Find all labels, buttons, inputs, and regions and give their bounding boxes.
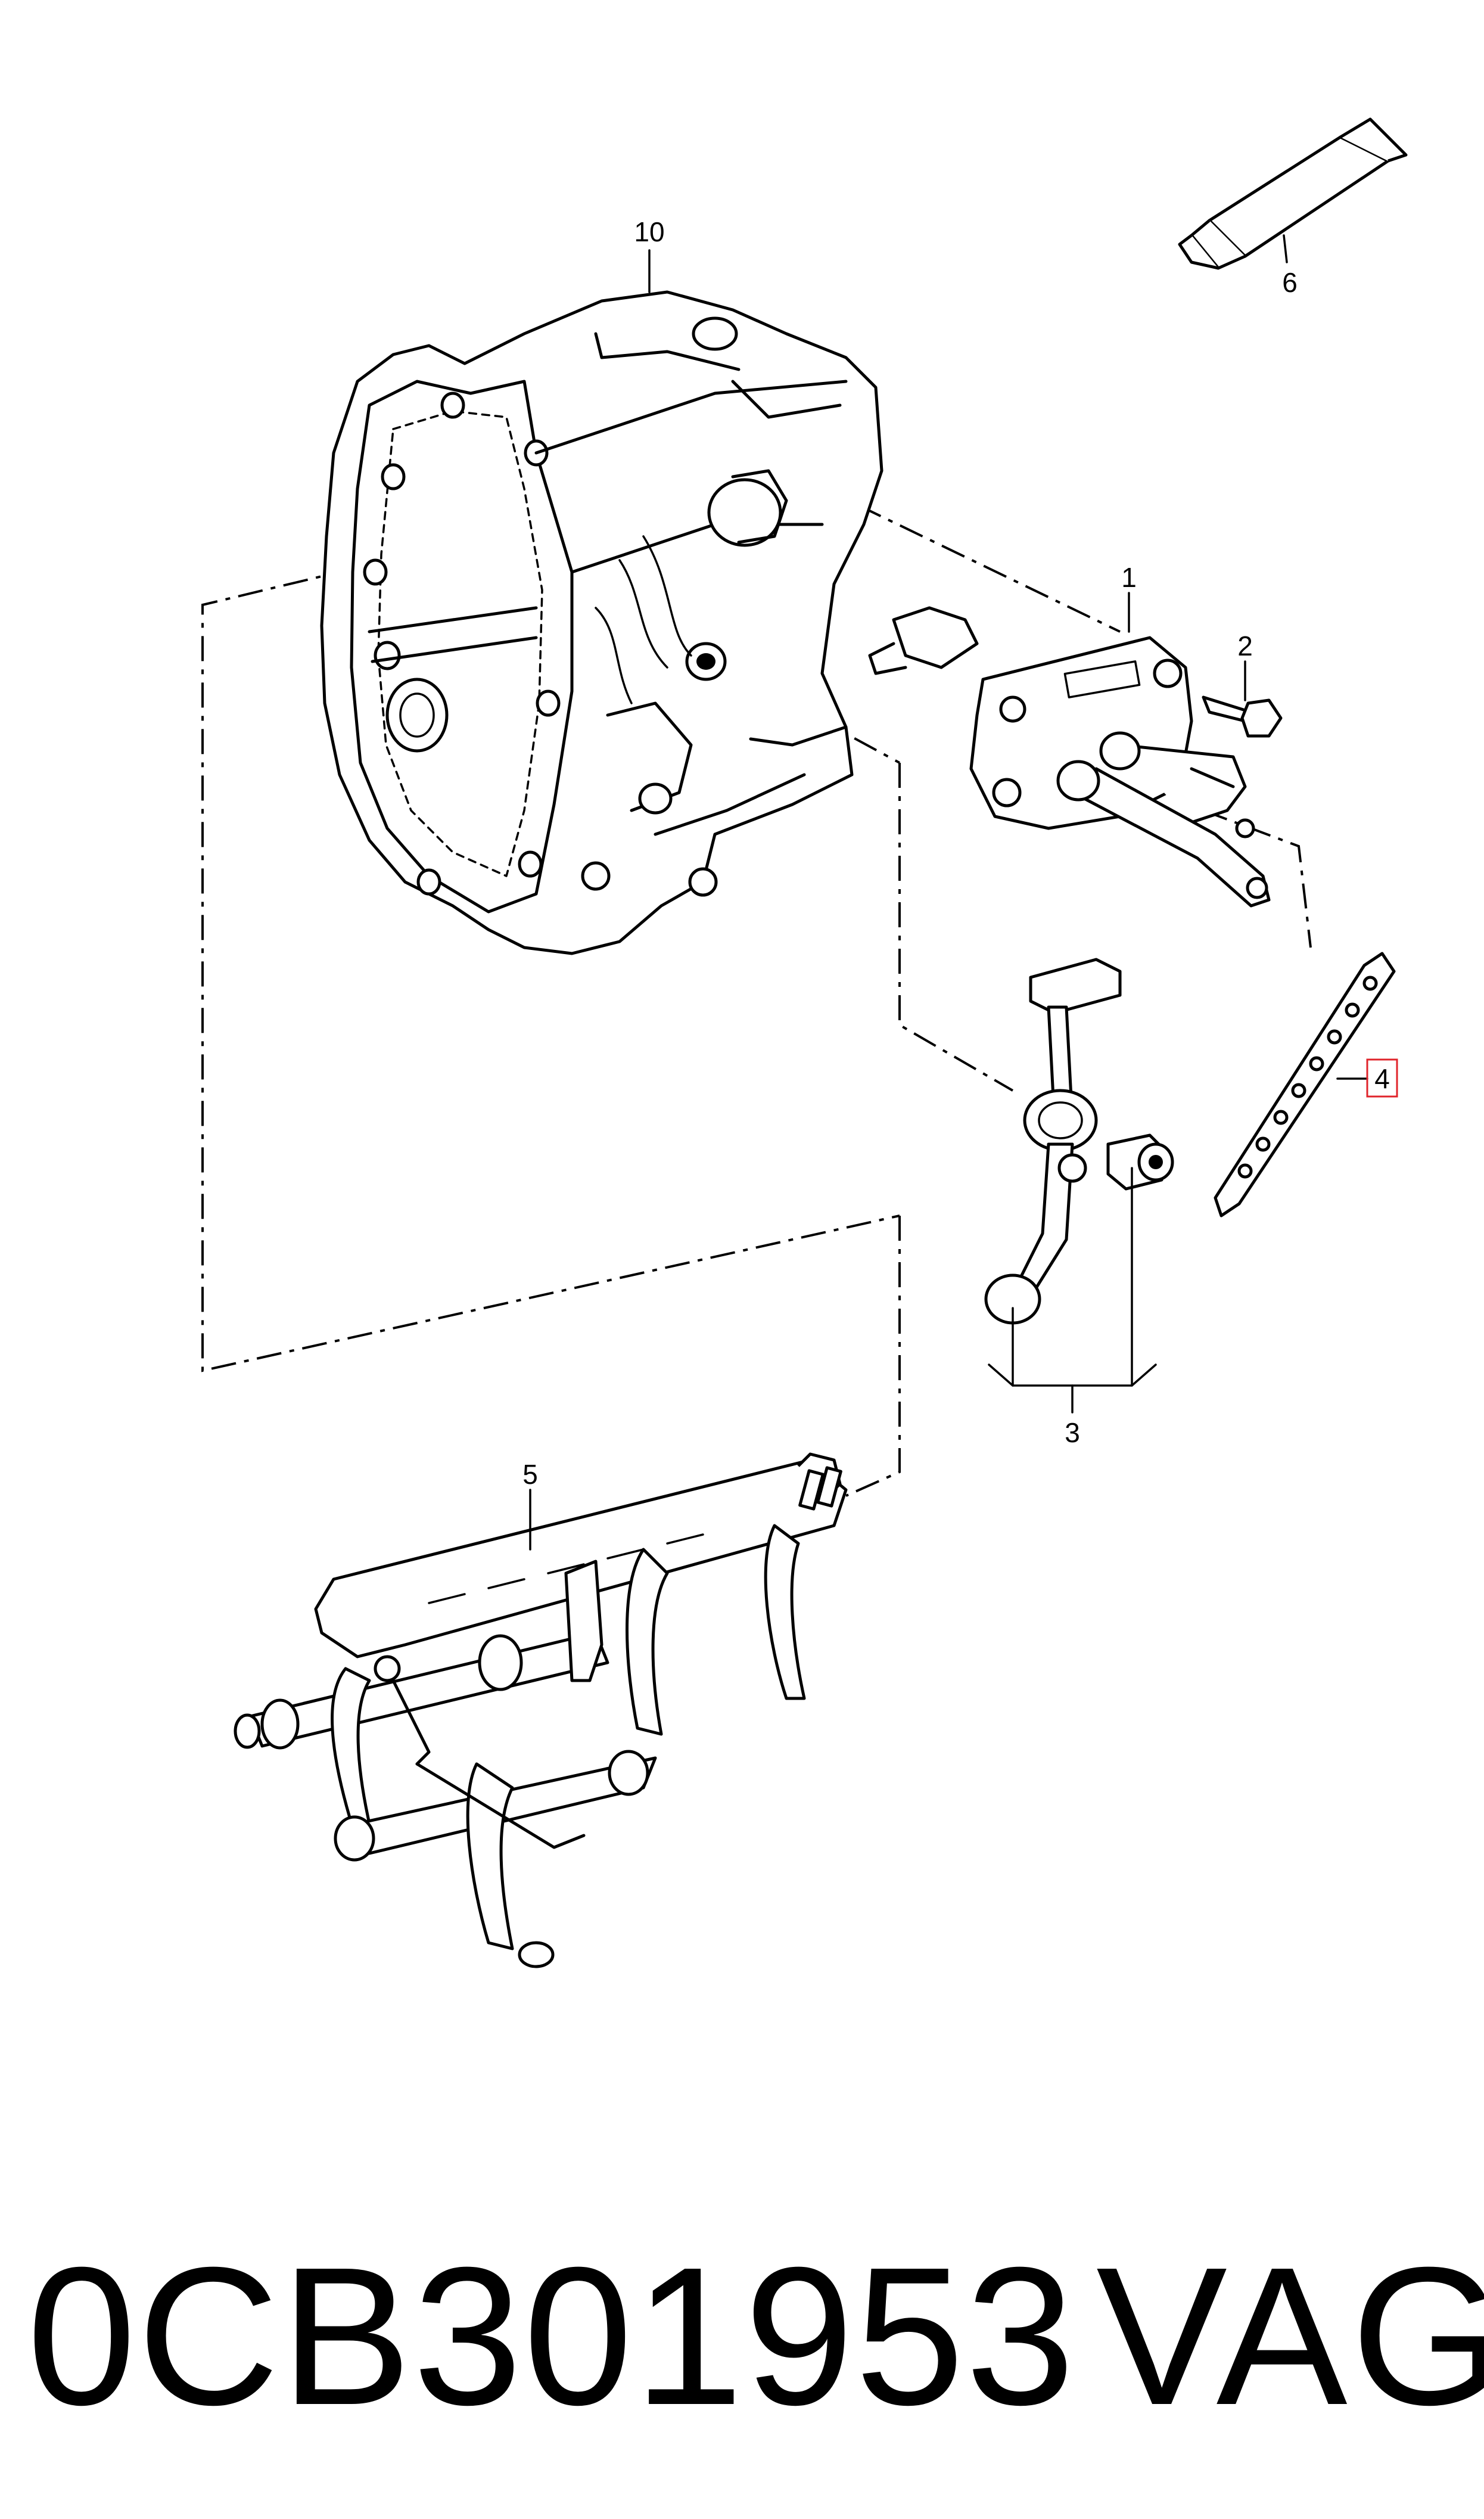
selector-fork-assembly [234,1452,848,1968]
callout-4-highlight-box [1366,1058,1398,1098]
callout-1: 1 [1121,562,1137,593]
exploded-parts-diagram: 10 6 1 2 4 3 5 [201,117,1408,1968]
gate-strip [1214,952,1396,1217]
callout-5: 5 [522,1459,538,1490]
callout-leaders [529,234,1368,1551]
part-number: 0CB301953 [27,2226,1077,2446]
gearshift-mechanism [868,606,1271,908]
callout-3: 3 [1065,1417,1080,1448]
callout-2: 2 [1237,630,1253,661]
callout-10: 10 [634,216,664,247]
callout-labels: 10 6 1 2 4 3 5 [522,216,1398,1490]
brand-name: VAG [1096,2226,1484,2446]
callout-6: 6 [1282,267,1298,298]
hex-bolt [1202,695,1283,738]
callout-4: 4 [1374,1063,1390,1094]
sealant-tube [1178,117,1408,270]
shift-lever [984,958,1174,1325]
transmission-housing [320,290,883,955]
